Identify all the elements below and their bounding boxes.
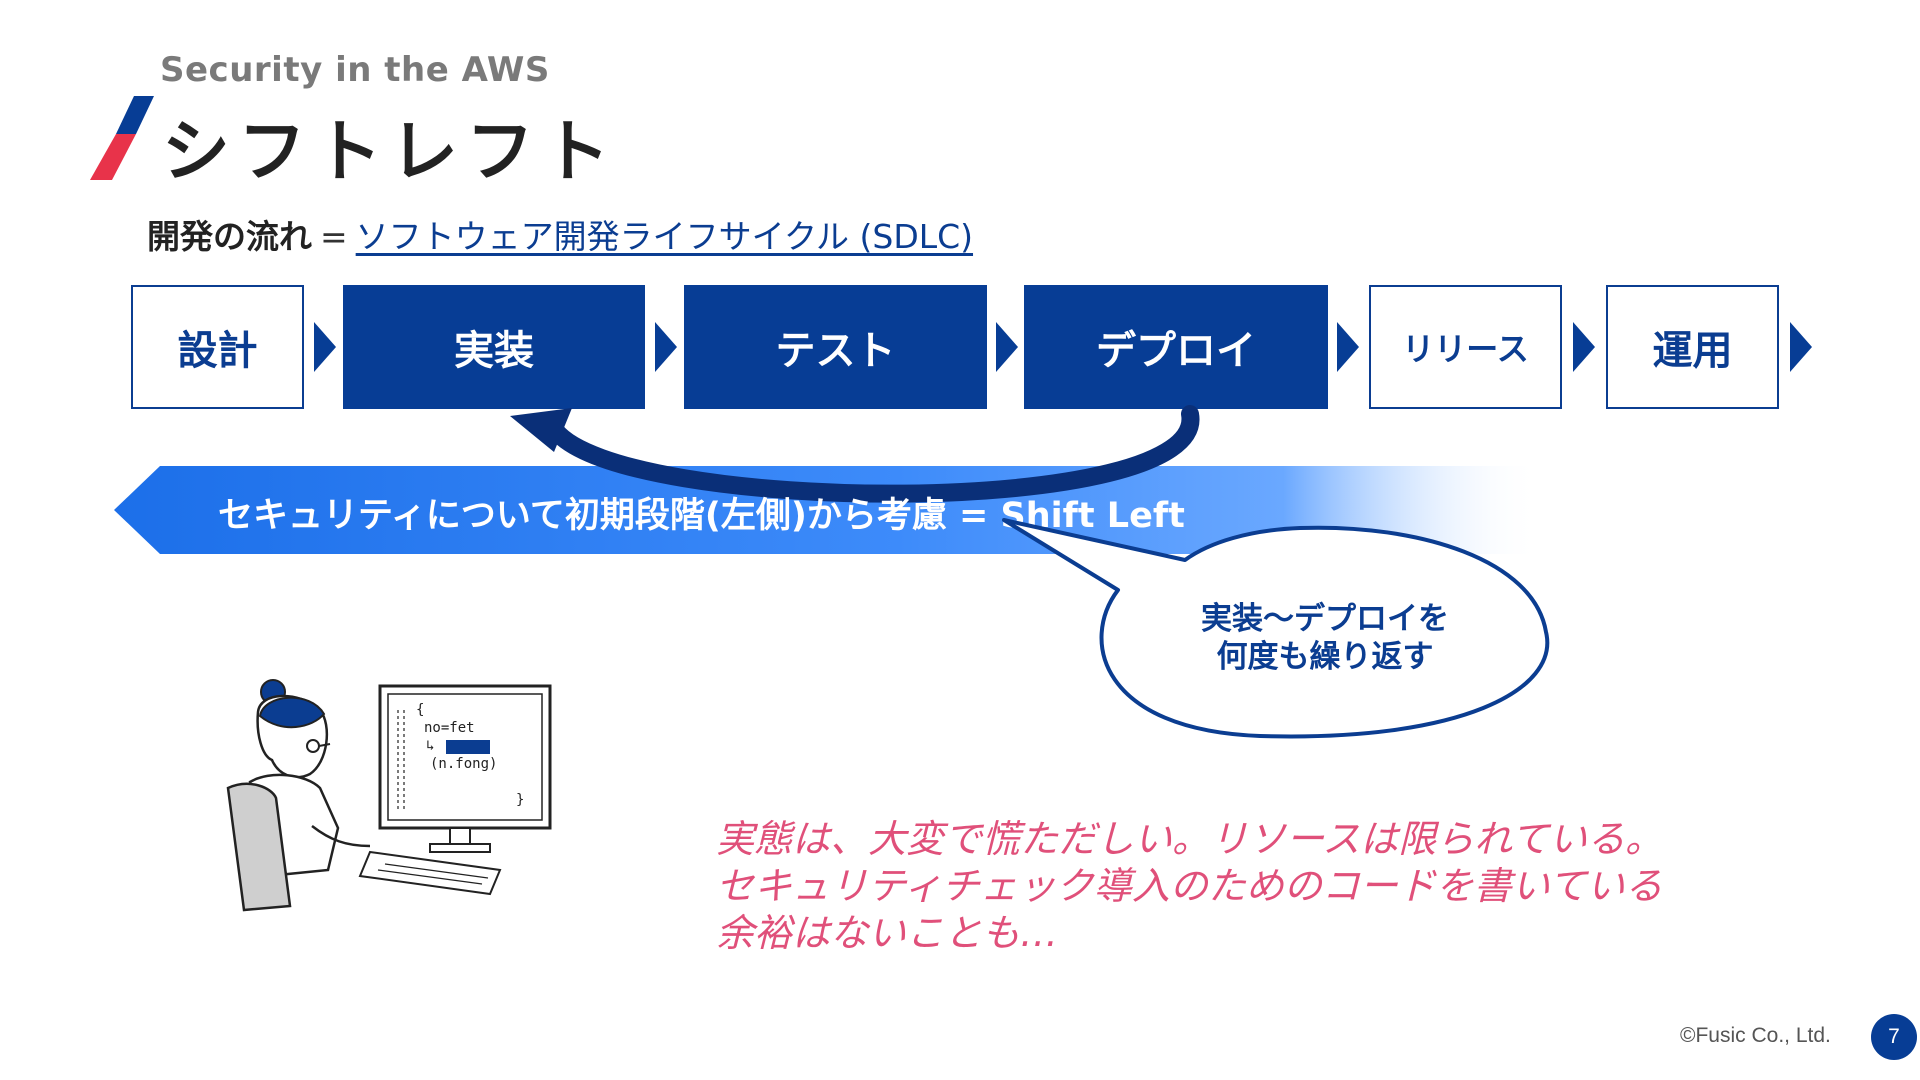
chevron-right-icon [996,322,1018,372]
bubble-line-1: 実装〜デプロイを [1201,601,1449,637]
step-release: リリース [1369,285,1562,409]
step-design: 設計 [131,285,304,409]
code-line-1: { [416,702,424,718]
note-line-2: セキュリティチェック導入のためのコードを書いている [716,864,1663,908]
chevron-right-icon [1573,322,1595,372]
step-operate: 運用 [1606,285,1779,409]
slash-logo-icon [90,96,154,180]
chevron-right-icon [1337,322,1359,372]
code-line-4: (n.fong) [430,756,497,772]
note-text: 実態は、大変で慌ただしい。リソースは限られている。 セキュリティチェック導入のた… [716,816,1776,957]
chevron-right-icon [655,322,677,372]
chevron-right-icon [1790,322,1812,372]
step-test: テスト [684,285,987,409]
shift-left-banner [114,466,1540,554]
developer-illustration-icon: { no=fet ↳ (n.fong) } [226,679,552,912]
slide-subtitle: Security in the AWS [160,50,550,90]
sdlc-heading: 開発の流れ=ソフトウェア開発ライフサイクル (SDLC) [147,210,973,258]
sdlc-label: 開発の流れ [147,217,312,256]
code-line-5: } [516,792,524,808]
step-implement: 実装 [343,285,645,409]
copyright-text: ©Fusic Co., Ltd. [1680,1024,1831,1047]
chevron-right-icon [314,322,336,372]
note-line-3: 余裕はないことも… [716,911,1059,955]
bubble-text: 実装〜デプロイを 何度も繰り返す [1112,600,1538,676]
page-number-badge: 7 [1871,1014,1917,1060]
sdlc-link[interactable]: ソフトウェア開発ライフサイクル (SDLC) [355,217,974,256]
code-line-3: ↳ [426,738,434,754]
bubble-line-2: 何度も繰り返す [1216,639,1434,675]
step-deploy: デプロイ [1024,285,1328,409]
sdlc-equals: = [320,217,348,256]
note-line-1: 実態は、大変で慌ただしい。リソースは限られている。 [716,817,1663,861]
slide-title: シフトレフト [162,113,619,192]
code-line-2: no=fet [424,720,475,736]
